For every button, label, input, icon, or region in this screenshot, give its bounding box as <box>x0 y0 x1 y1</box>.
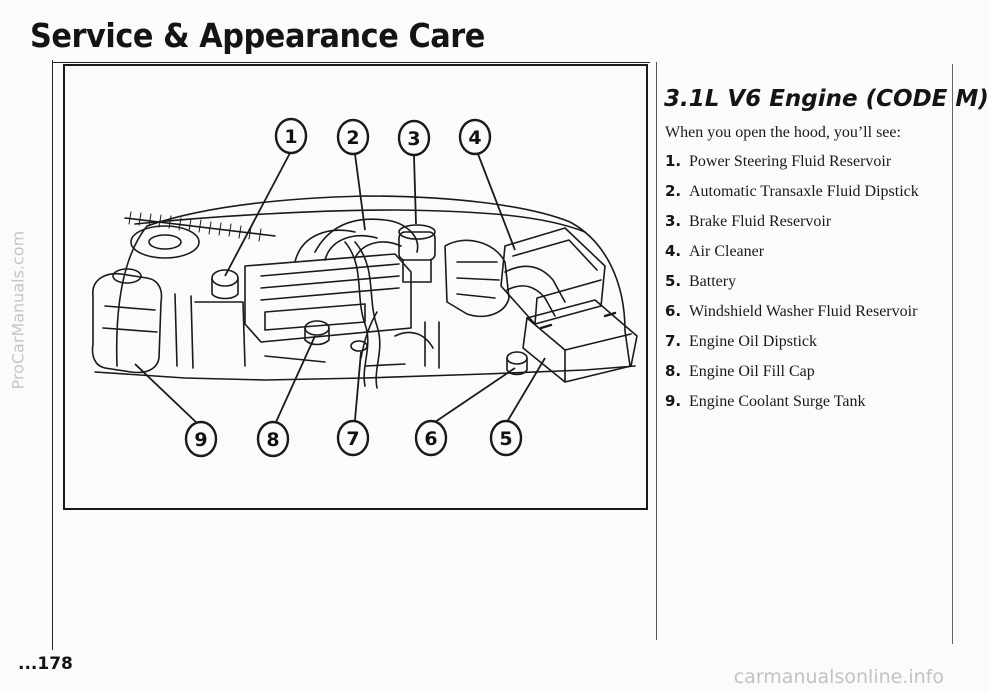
left-vertical-rule <box>52 60 53 650</box>
list-item-label: Air Cleaner <box>689 243 765 260</box>
air-cleaner <box>500 227 606 325</box>
list-item-label: Brake Fluid Reservoir <box>689 213 832 230</box>
right-vertical-rule <box>952 64 953 644</box>
leader-line-3 <box>413 155 417 225</box>
hood-outline <box>115 195 631 367</box>
list-item: 4. Air Cleaner <box>665 242 919 272</box>
list-item-number: 2. <box>665 182 682 200</box>
engine-illustration: 1 2 3 4 9 8 7 <box>91 117 638 458</box>
list-item-number: 4. <box>665 242 682 260</box>
oil-fill-cap <box>304 320 330 336</box>
leader-line-6 <box>434 367 516 423</box>
leader-line-1 <box>224 152 291 277</box>
callout-7: 7 <box>336 419 370 457</box>
callout-8: 8 <box>256 420 290 458</box>
list-item: 6. Windshield Washer Fluid Reservoir <box>665 302 919 332</box>
cowl-line <box>134 209 586 233</box>
list-item-label: Windshield Washer Fluid Reservoir <box>689 303 918 320</box>
callout-6: 6 <box>414 419 448 457</box>
callout-1: 1 <box>274 117 308 155</box>
leader-line-2 <box>354 153 366 231</box>
callout-6-label: 6 <box>424 428 437 450</box>
list-item-number: 6. <box>665 302 682 320</box>
side-watermark: ProCarManuals.com <box>8 230 28 390</box>
leader-line-9 <box>134 363 199 425</box>
list-item: 1. Power Steering Fluid Reservoir <box>665 152 919 182</box>
list-item-number: 8. <box>665 362 682 380</box>
callout-5: 5 <box>489 419 523 457</box>
list-item-label: Automatic Transaxle Fluid Dipstick <box>689 183 919 200</box>
list-item-number: 9. <box>665 392 682 410</box>
list-item: 5. Battery <box>665 272 919 302</box>
callout-5-label: 5 <box>499 428 512 450</box>
center-vertical-rule <box>656 62 657 640</box>
callout-2-label: 2 <box>346 127 359 149</box>
leader-line-5 <box>506 357 546 423</box>
engine-compartment-figure: 1 2 3 4 9 8 7 <box>63 64 648 510</box>
list-item-number: 7. <box>665 332 682 350</box>
page-header-title: Service & Appearance Care <box>30 16 485 55</box>
list-item-number: 3. <box>665 212 682 230</box>
leader-line-8 <box>275 335 316 423</box>
leader-line-4 <box>477 153 516 251</box>
callout-3: 3 <box>397 119 431 157</box>
callout-4-label: 4 <box>468 127 481 149</box>
valve-cover <box>244 253 412 343</box>
callout-1-label: 1 <box>284 126 297 148</box>
list-item-label: Engine Oil Fill Cap <box>689 363 815 380</box>
callout-3-label: 3 <box>407 128 420 150</box>
list-item-label: Power Steering Fluid Reservoir <box>689 153 892 170</box>
list-item: 2. Automatic Transaxle Fluid Dipstick <box>665 182 919 212</box>
coolant-surge-tank <box>91 272 163 374</box>
bottom-watermark: carmanualsonline.info <box>733 666 944 688</box>
page-number: ...178 <box>18 654 73 674</box>
section-title: 3.1L V6 Engine (CODE M) <box>664 86 989 112</box>
section-intro: When you open the hood, you’ll see: <box>665 124 901 141</box>
callout-8-label: 8 <box>266 429 279 451</box>
list-item: 9. Engine Coolant Surge Tank <box>665 392 919 422</box>
list-item-number: 1. <box>665 152 682 170</box>
parts-list: 1. Power Steering Fluid Reservoir 2. Autom… <box>665 152 919 422</box>
callout-4: 4 <box>458 118 492 156</box>
list-item-number: 5. <box>665 272 682 290</box>
list-item-label: Battery <box>689 273 737 290</box>
list-item-label: Engine Oil Dipstick <box>689 333 817 350</box>
callout-7-label: 7 <box>346 428 359 450</box>
center-hose-bundle <box>344 241 381 389</box>
callout-2: 2 <box>336 118 370 156</box>
list-item: 8. Engine Oil Fill Cap <box>665 362 919 392</box>
list-item: 3. Brake Fluid Reservoir <box>665 212 919 242</box>
list-item-label: Engine Coolant Surge Tank <box>689 393 866 410</box>
callout-9-label: 9 <box>194 429 207 451</box>
top-horizontal-rule <box>52 62 650 63</box>
callout-9: 9 <box>184 420 218 458</box>
list-item: 7. Engine Oil Dipstick <box>665 332 919 362</box>
oil-dipstick <box>360 311 378 359</box>
leader-line-7 <box>354 351 362 421</box>
